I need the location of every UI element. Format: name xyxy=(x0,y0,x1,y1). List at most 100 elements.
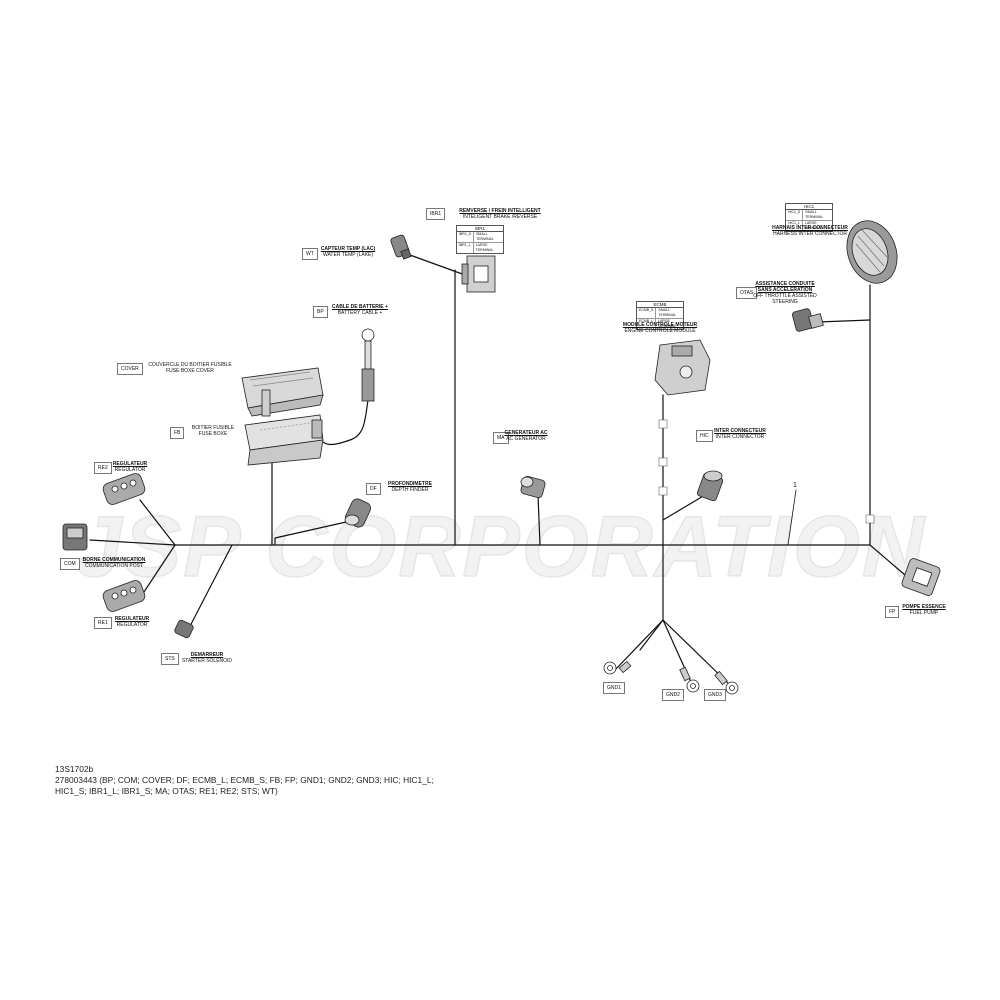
tape-marker xyxy=(658,486,668,496)
gnd1-wire xyxy=(614,619,664,671)
table-cell: LARGE TERMINAL xyxy=(658,319,676,328)
label-ecmb-en: ENGINE CONTROLE MODULE xyxy=(624,328,696,334)
label-com: BORNE COMMUNICATION COMMUNICATION POST xyxy=(78,557,150,569)
label-fp-fr: POMPE ESSENCE xyxy=(902,604,946,610)
fuse-box-drawing xyxy=(244,414,324,466)
label-hic: INTER CONNECTEUR INTER CONNECTOR xyxy=(710,428,770,440)
label-df: PROFONDIMETRE DEPTH FINDER xyxy=(380,481,440,493)
table-cell: LARGE TERMINAL xyxy=(804,221,823,230)
callout-number: 1 xyxy=(793,482,797,489)
label-ma-en: AC GENERATOR xyxy=(506,436,546,442)
code-wt: WT xyxy=(302,248,318,260)
table-cell: SMALL TERMINAL xyxy=(658,308,677,317)
table-cell: SMALL TERMINAL xyxy=(805,210,823,219)
label-ma: GENERATEUR AC AC GENERATOR xyxy=(503,430,549,442)
label-wt-en: WATER TEMP (LAKE) xyxy=(322,252,374,258)
water-temp-drawing xyxy=(390,234,412,260)
label-otas-fr: ASSISTANCE CONDUITE SANS ACCELERATION xyxy=(755,281,815,293)
code-ma: MA xyxy=(493,432,509,444)
label-df-fr: PROFONDIMETRE xyxy=(388,481,432,487)
code-gnd2: GND2 xyxy=(662,689,684,701)
table-ecmb-header: ECMB xyxy=(637,302,683,308)
table-cell: HIC1_S xyxy=(786,210,804,220)
table-cell: LARGE TERMINAL xyxy=(475,243,494,252)
label-re1-en: REGULATOR xyxy=(116,622,148,628)
code-bp: BP xyxy=(313,306,328,318)
sts-wire xyxy=(187,544,233,631)
code-sts: STS xyxy=(161,653,179,665)
com-drawing xyxy=(62,523,88,551)
code-com: COM xyxy=(60,558,80,570)
tape-marker xyxy=(865,514,875,524)
code-gnd1: GND1 xyxy=(603,682,625,694)
part-number-footer: 13S1702b 278003443 (BP; COM; COVER; DF; … xyxy=(55,764,475,797)
label-wt-fr: CAPTEUR TEMP (LAC) xyxy=(320,246,376,252)
label-otas: ASSISTANCE CONDUITE SANS ACCELERATION OF… xyxy=(752,281,818,305)
label-hic1: HARNAIS INTER CONNECTEUR HARNESS INTER C… xyxy=(770,225,850,237)
label-cover-en: FUSE BOXE COVER xyxy=(166,368,214,374)
table-cell: ECMB_L xyxy=(637,319,657,329)
label-re2-en: REGULATOR xyxy=(114,467,146,473)
ac-generator-drawing xyxy=(520,475,546,499)
re1-wire xyxy=(139,544,176,599)
label-ecmb: MODULE CONTROLE MOTEUR ENGINE CONTROLE M… xyxy=(620,322,700,334)
code-hic: HIC xyxy=(696,430,713,442)
code-otas: OTAS xyxy=(736,287,758,299)
label-bp-en: BATTERY CABLE + xyxy=(337,310,383,316)
label-re2: REGULATEUR REGULATOR xyxy=(108,461,152,473)
label-com-fr: BORNE COMMUNICATION xyxy=(82,557,146,563)
table-cell: IBR1_S xyxy=(457,232,475,242)
ibr1-connector-drawing xyxy=(461,255,496,293)
re1-drawing xyxy=(102,580,146,612)
label-cover-fr: COUVERCLE DU BOITIER FUSIBLE xyxy=(148,362,232,368)
re2-wire xyxy=(139,499,176,546)
label-ibr1-fr: REMVERSE / FREIN INTELLIGENT xyxy=(459,208,541,214)
watermark-text: JSP CORPORATION xyxy=(74,499,926,595)
label-hic1-en: HARNESS INTER CONNECTOR xyxy=(772,231,848,237)
wt-wire xyxy=(409,254,466,276)
sts-drawing xyxy=(174,619,194,639)
label-com-en: COMMUNICATION POST xyxy=(85,563,143,569)
part-number-line: HIC1_S; IBR1_L; IBR1_S; MA; OTAS; RE1; R… xyxy=(55,786,278,796)
code-df: DF xyxy=(366,483,381,495)
hic-connector-drawing xyxy=(696,470,724,502)
label-fb-en: FUSE BOXE xyxy=(198,431,228,437)
battery-cable-drawing xyxy=(361,328,375,402)
fuel-pump-drawing xyxy=(901,558,941,596)
label-hic-en: INTER CONNECTOR xyxy=(715,434,765,440)
drawing-number: 13S1702b xyxy=(55,764,94,774)
table-cell: ECMB_S xyxy=(637,308,657,318)
ecmb-connector-drawing xyxy=(654,339,711,396)
label-hic1-fr: HARNAIS INTER CONNECTEUR xyxy=(772,225,848,231)
label-fb: BOITIER FUSIBLE FUSE BOXE xyxy=(188,425,238,437)
re2-drawing xyxy=(102,473,146,505)
code-ibr1: IBR1 xyxy=(426,208,446,220)
df-wire xyxy=(274,519,356,546)
table-cell: SMALL TERMINAL xyxy=(476,232,494,241)
part-number-line: 278003443 (BP; COM; COVER; DF; ECMB_L; E… xyxy=(55,775,434,785)
label-df-en: DEPTH FINDER xyxy=(391,487,429,493)
callout-leader xyxy=(787,489,797,546)
label-sts-fr: DEMARREUR xyxy=(190,652,224,658)
otas-drawing xyxy=(791,308,824,332)
label-hic-fr: INTER CONNECTEUR xyxy=(714,428,766,434)
ground-terminals-drawing xyxy=(603,660,739,695)
code-fp: FP xyxy=(885,606,900,618)
code-re1: RE1 xyxy=(94,617,112,629)
table-ibr1-header: IBR1 xyxy=(457,226,503,232)
label-bp: CABLE DE BATTERIE + BATTERY CABLE + xyxy=(330,304,390,316)
table-cell: HIC1_L xyxy=(786,221,803,231)
label-ecmb-fr: MODULE CONTROLE MOTEUR xyxy=(622,322,698,328)
label-ibr1-en: INTELIGENT BRAKE /REVERSE xyxy=(462,214,538,220)
label-fp: POMPE ESSENCE FUEL PUMP xyxy=(900,604,948,616)
code-gnd3: GND3 xyxy=(704,689,726,701)
battery-cable-wire xyxy=(317,399,369,445)
label-fb-fr: BOITIER FUSIBLE xyxy=(191,425,235,431)
code-cover: COVER xyxy=(117,363,143,375)
fuse-box-cover-drawing xyxy=(241,367,324,417)
label-bp-fr: CABLE DE BATTERIE + xyxy=(332,304,388,310)
